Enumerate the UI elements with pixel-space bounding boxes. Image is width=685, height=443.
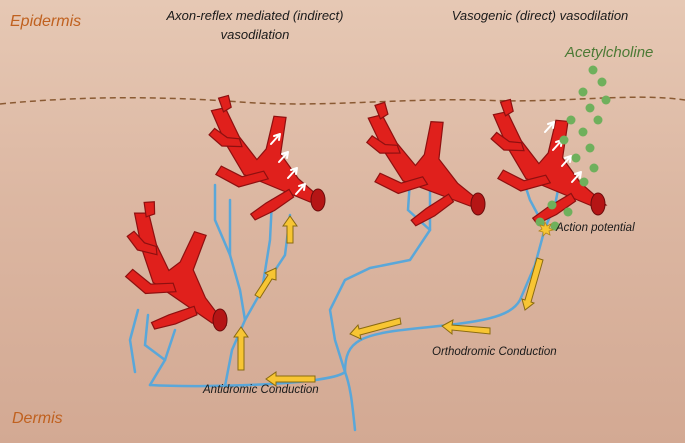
anti-arrow-4 xyxy=(282,215,298,244)
direct-vasodilation-title: Vasogenic (direct) vasodilation xyxy=(451,8,629,23)
ortho-arrow-1 xyxy=(521,257,544,311)
indirect-vasodilation-title: Axon-reflex mediated (indirect) vasodila… xyxy=(166,8,344,42)
nerve-branch-7 xyxy=(328,183,432,374)
vessel-2 xyxy=(205,88,326,224)
acetylcholine-label: Acetylcholine xyxy=(565,44,654,61)
dermis-label: Dermis xyxy=(12,410,63,427)
vessel-4 xyxy=(487,92,608,228)
epidermis-label: Epidermis xyxy=(10,13,82,30)
vessel-3 xyxy=(362,92,486,231)
anti-arrow-1 xyxy=(265,371,316,387)
nerve-trunk xyxy=(148,369,357,432)
epidermis-boundary xyxy=(0,96,685,105)
nerve-branch-5 xyxy=(213,183,232,257)
conduction-arrows xyxy=(233,215,544,387)
anti-arrow-3 xyxy=(254,267,277,299)
vessel-3-opening xyxy=(470,192,486,216)
nerve-branch-3 xyxy=(128,308,140,374)
nerve-branch-4 xyxy=(228,198,247,322)
vessel-2-opening xyxy=(310,188,326,212)
action-potential-star xyxy=(538,220,555,237)
nerve-antidromic-branch xyxy=(223,213,292,388)
action-potential-label: Action potential xyxy=(556,222,635,234)
antidromic-label: Antidromic Conduction xyxy=(203,384,319,396)
vessel-1-opening xyxy=(212,308,228,332)
ortho-arrow-2 xyxy=(441,319,491,336)
nerve-orthodromic-path xyxy=(343,226,547,374)
acetylcholine-dots xyxy=(535,65,611,231)
nerve-branch-2 xyxy=(143,313,167,362)
ortho-arrow-3 xyxy=(349,317,402,340)
orthodromic-label: Orthodromic Conduction xyxy=(432,346,557,358)
anti-arrow-2 xyxy=(233,326,249,371)
dilation-arrows-indirect xyxy=(270,133,306,195)
vessel-4-opening xyxy=(590,192,606,216)
